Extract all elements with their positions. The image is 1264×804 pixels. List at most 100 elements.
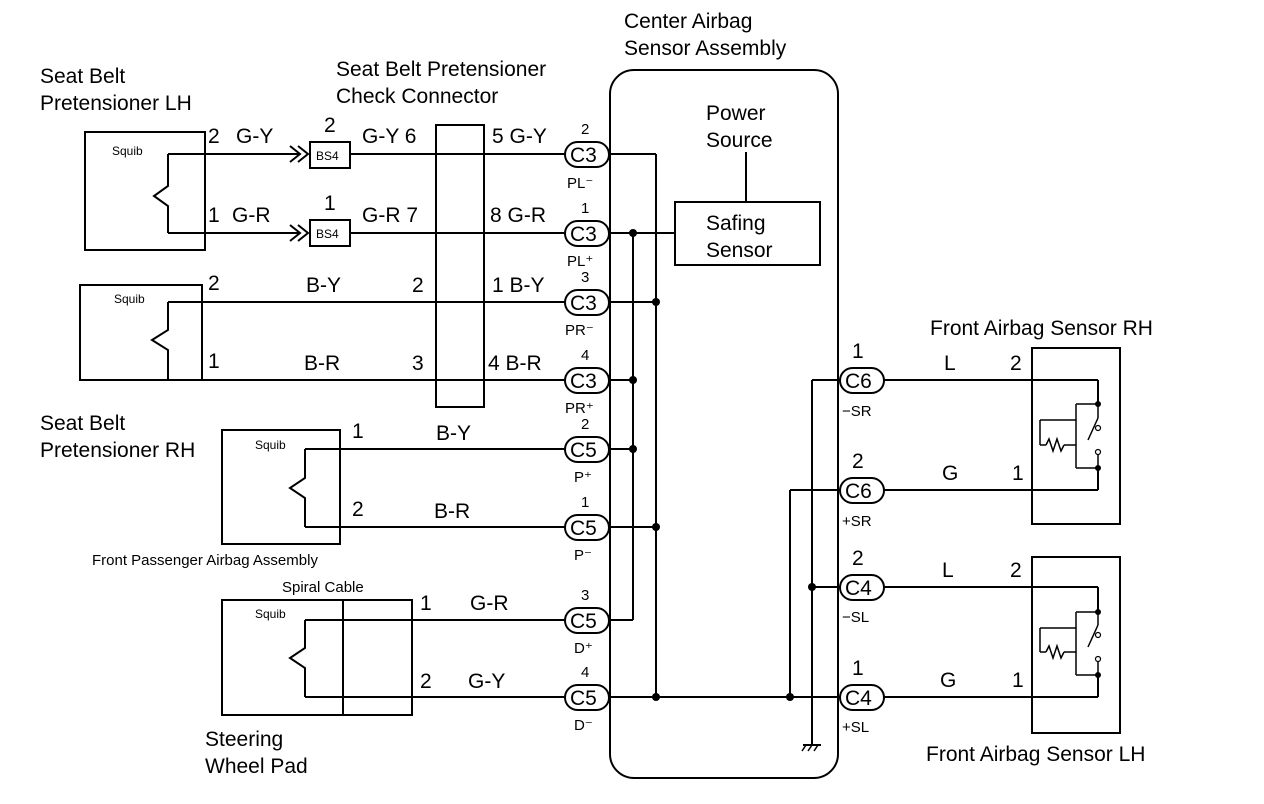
sbp-lh-title-1: Seat Belt bbox=[40, 65, 125, 88]
steering-title-1: Steering bbox=[205, 728, 283, 751]
c3-connector-2: C3 1 PL⁺ bbox=[564, 200, 610, 270]
c5-connector-1: C5 2 P⁺ bbox=[564, 416, 610, 486]
steering-title-2: Wheel Pad bbox=[205, 755, 308, 778]
svg-text:4: 4 bbox=[581, 347, 589, 364]
svg-text:2: 2 bbox=[581, 416, 589, 433]
wire-7-pin: 1 bbox=[420, 592, 432, 615]
c5-connector-2: C5 1 P⁻ bbox=[564, 494, 610, 564]
lh-wire-1-color: L bbox=[942, 559, 954, 582]
svg-text:−SL: −SL bbox=[842, 609, 869, 626]
spiral-cable-label: Spiral Cable bbox=[282, 579, 364, 596]
wire-3-pin: 2 bbox=[208, 272, 220, 295]
front-passenger-title: Front Passenger Airbag Assembly bbox=[92, 552, 318, 569]
rh-wire-1-pin: 2 bbox=[1010, 352, 1022, 375]
svg-text:+SR: +SR bbox=[842, 513, 872, 530]
wire-3-c3-pin: 1 B-Y bbox=[492, 274, 545, 297]
svg-text:C4: C4 bbox=[845, 687, 872, 710]
svg-text:−SR: −SR bbox=[842, 403, 872, 420]
svg-text:D⁻: D⁻ bbox=[574, 717, 593, 734]
wire-1-color: G-Y bbox=[236, 125, 273, 148]
c4-connector-2: C4 1 +SL bbox=[839, 657, 885, 736]
center-title-2: Sensor Assembly bbox=[624, 37, 787, 60]
wire-7-color: G-R bbox=[470, 592, 509, 615]
lh-wire-2-color: G bbox=[940, 669, 956, 692]
wire-2-check-pin: G-R 7 bbox=[362, 204, 418, 227]
lh-wire-1-pin: 2 bbox=[1010, 559, 1022, 582]
c3-connector-3: C3 3 PR⁻ bbox=[564, 269, 610, 339]
lh-wire-2-pin: 1 bbox=[1012, 669, 1024, 692]
connector-arrow-icon bbox=[289, 224, 310, 242]
wire-8-pin: 2 bbox=[420, 670, 432, 693]
svg-text:D⁺: D⁺ bbox=[574, 640, 593, 657]
svg-text:3: 3 bbox=[581, 587, 589, 604]
bs4-connector-upper bbox=[309, 141, 351, 169]
front-passenger-squib-icon bbox=[288, 449, 306, 527]
wire-4-check-pin: 3 bbox=[412, 352, 424, 375]
c6-connector-2: C6 2 +SR bbox=[839, 450, 885, 530]
svg-text:4: 4 bbox=[581, 664, 589, 681]
power-source-label-2: Source bbox=[706, 129, 773, 152]
c3-connector-4: C3 4 PR⁺ bbox=[564, 347, 610, 417]
sbp-rh-title-1: Seat Belt bbox=[40, 412, 125, 435]
pretensioner-squib-box bbox=[79, 284, 203, 381]
svg-text:C5: C5 bbox=[570, 687, 597, 710]
sbp-lh-squib-icon bbox=[152, 154, 169, 233]
svg-text:C3: C3 bbox=[570, 292, 597, 315]
wire-4-color: B-R bbox=[304, 352, 340, 375]
wire-2-c3-pin: 8 G-R bbox=[490, 204, 546, 227]
svg-text:P⁻: P⁻ bbox=[574, 547, 592, 564]
sbp-lh-title-2: Pretensioner LH bbox=[40, 92, 192, 115]
svg-text:2: 2 bbox=[852, 547, 864, 570]
front-sensor-lh-title: Front Airbag Sensor LH bbox=[926, 743, 1145, 766]
svg-text:3: 3 bbox=[581, 269, 589, 286]
safing-sensor-box bbox=[674, 201, 821, 266]
wire-3-color: B-Y bbox=[306, 274, 341, 297]
wire-6-pin: 2 bbox=[352, 498, 364, 521]
c5-connector-3: C5 3 D⁺ bbox=[564, 587, 610, 657]
svg-text:1: 1 bbox=[581, 494, 589, 511]
center-title-1: Center Airbag bbox=[624, 10, 752, 33]
front-passenger-squib-label: Squib bbox=[255, 438, 286, 452]
wire-1-bs4-pin: 2 bbox=[324, 114, 336, 137]
svg-text:2: 2 bbox=[852, 450, 864, 473]
svg-text:1: 1 bbox=[581, 200, 589, 217]
wire-6-color: B-R bbox=[434, 500, 470, 523]
bs4-connector-lower bbox=[309, 219, 351, 247]
sbp-rh-title-2: Pretensioner RH bbox=[40, 439, 195, 462]
junction-dots bbox=[629, 229, 816, 701]
wire-2-color: G-R bbox=[232, 204, 271, 227]
svg-text:C4: C4 bbox=[845, 577, 872, 600]
wire-2-bs4-pin: 1 bbox=[324, 192, 336, 215]
svg-text:C3: C3 bbox=[570, 223, 597, 246]
check-connector-box bbox=[435, 124, 485, 408]
sbp-lh-box bbox=[84, 131, 206, 251]
svg-text:PR⁺: PR⁺ bbox=[565, 400, 594, 417]
sbp-lh-squib-label: Squib bbox=[112, 144, 143, 158]
pretensioner-squib-icon bbox=[150, 302, 169, 380]
steering-squib-label: Squib bbox=[255, 607, 286, 621]
rh-wire-2-pin: 1 bbox=[1012, 462, 1024, 485]
check-connector-title-2: Check Connector bbox=[336, 85, 498, 108]
wire-2-pin: 1 bbox=[208, 204, 220, 227]
svg-text:C3: C3 bbox=[570, 370, 597, 393]
center-airbag-sensor-box bbox=[609, 69, 839, 779]
svg-text:C6: C6 bbox=[845, 480, 872, 503]
wire-5-color: B-Y bbox=[436, 422, 471, 445]
rh-wire-1-color: L bbox=[944, 352, 956, 375]
svg-text:+SL: +SL bbox=[842, 719, 869, 736]
check-connector-title-1: Seat Belt Pretensioner bbox=[336, 58, 546, 81]
wire-8-color: G-Y bbox=[468, 670, 505, 693]
svg-text:C5: C5 bbox=[570, 439, 597, 462]
svg-text:C6: C6 bbox=[845, 370, 872, 393]
c3-connector-1: C3 2 PL⁻ bbox=[564, 121, 610, 192]
svg-text:C5: C5 bbox=[570, 610, 597, 633]
front-sensor-rh-switch-icon bbox=[1039, 380, 1102, 490]
svg-text:1: 1 bbox=[852, 657, 864, 680]
wire-4-c3-pin: 4 B-R bbox=[488, 352, 542, 375]
svg-text:P⁺: P⁺ bbox=[574, 469, 592, 486]
svg-text:PL⁻: PL⁻ bbox=[567, 175, 593, 192]
front-sensor-lh-switch-icon bbox=[1039, 587, 1102, 697]
wire-5-pin: 1 bbox=[352, 420, 364, 443]
safing-sensor-label-2: Sensor bbox=[706, 239, 773, 262]
